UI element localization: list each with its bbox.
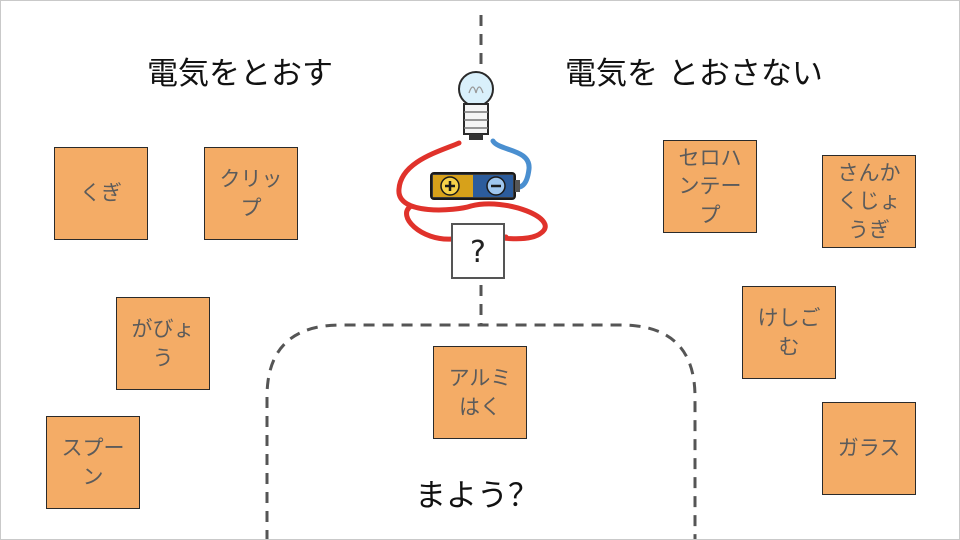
card-gabyou[interactable]: がびょう — [116, 297, 210, 390]
card-clip[interactable]: クリップ — [204, 147, 298, 240]
card-triangle-ruler[interactable]: さんかくじょうぎ — [822, 155, 916, 248]
card-aluminum-foil[interactable]: アルミはく — [433, 346, 527, 439]
card-label: スプーン — [61, 436, 125, 489]
card-label: けしごむ — [757, 306, 821, 359]
card-label: がびょう — [131, 317, 195, 370]
card-label: クリップ — [219, 167, 283, 220]
card-kugi[interactable]: くぎ — [54, 147, 148, 240]
battery-icon — [430, 172, 520, 200]
red-wire — [396, 140, 548, 242]
heading-conduct: 電気をとおす — [147, 56, 333, 92]
card-glass[interactable]: ガラス — [822, 402, 916, 495]
card-spoon[interactable]: スプーン — [46, 416, 140, 509]
card-label: さんかくじょうぎ — [837, 160, 901, 242]
heading-undecided: まよう？ — [415, 478, 539, 514]
undecided-zone-border — [265, 323, 697, 539]
test-point-box[interactable]: ? — [451, 223, 505, 279]
card-eraser[interactable]: けしごむ — [742, 286, 836, 379]
card-label: セロハンテープ — [678, 145, 742, 227]
card-label: アルミはく — [448, 366, 512, 419]
light-bulb-icon — [458, 71, 494, 140]
test-point-label: ? — [470, 235, 486, 270]
red-wire-to-box — [404, 203, 455, 242]
card-cellophane-tape[interactable]: セロハンテープ — [663, 140, 757, 233]
card-label: ガラス — [837, 436, 901, 461]
heading-not-conduct: 電気を とおさない — [565, 56, 823, 92]
card-label: くぎ — [80, 181, 122, 206]
